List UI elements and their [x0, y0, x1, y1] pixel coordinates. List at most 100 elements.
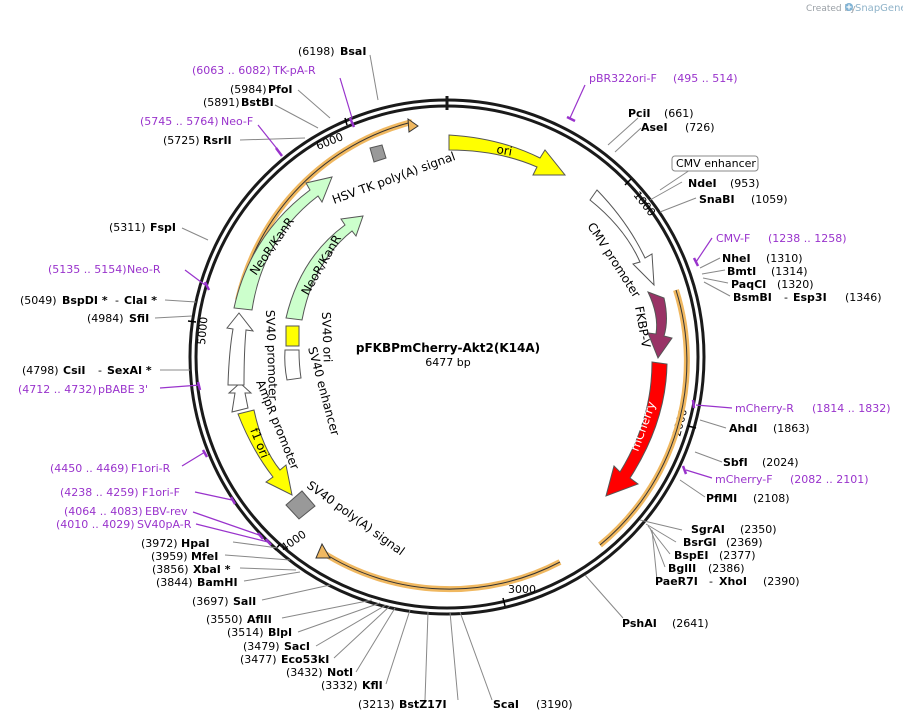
leader-line: [449, 611, 459, 701]
enzyme-site[interactable]: AseI(726): [641, 121, 715, 134]
enzyme-site[interactable]: BglII(2386): [668, 562, 745, 575]
leader-line: [424, 611, 429, 701]
svg-text:(3190): (3190): [536, 698, 573, 711]
snapgene-badge[interactable]: Created by SnapGene: [806, 3, 903, 14]
enzyme-site[interactable]: NheI(1310): [722, 252, 803, 265]
enzyme-site[interactable]: BspEI(2377): [674, 549, 756, 562]
primer-label[interactable]: (4064 .. 4083)EBV-rev: [64, 505, 188, 518]
enzyme-site[interactable]: (3432)NotI: [286, 666, 353, 679]
cmv-enhancer-label[interactable]: CMV enhancer: [671, 155, 759, 172]
leader-line: [224, 554, 291, 561]
feature-ori[interactable]: ori: [448, 134, 567, 176]
enzyme-site[interactable]: (5311)FspI: [109, 221, 176, 234]
orf-band-line: [599, 289, 688, 546]
enzyme-site[interactable]: (5049)BspDI *-ClaI *: [20, 294, 157, 307]
enzyme-site[interactable]: (3550)AflII: [206, 613, 272, 626]
leader-line: [281, 599, 373, 619]
leader-line: [679, 479, 706, 498]
primer-leader-line: [569, 84, 586, 119]
primer-label[interactable]: (4712 .. 4732)pBABE 3': [18, 383, 148, 396]
enzyme-site[interactable]: (5725)RsrII: [163, 134, 232, 147]
feature-neor-inner[interactable]: NeoR/KanR: [285, 215, 364, 321]
enzyme-site[interactable]: PciI(661): [628, 107, 694, 120]
primer-leader-line: [257, 124, 279, 151]
enzyme-site[interactable]: (3213)BstZ17I: [358, 698, 447, 711]
enzyme-site[interactable]: (6198)BsaI: [298, 45, 366, 58]
primer-label[interactable]: CMV-F(1238 .. 1258): [716, 232, 847, 245]
enzyme-site[interactable]: (3844)BamHI: [156, 576, 238, 589]
enzyme-site[interactable]: (3332)KflI: [321, 679, 383, 692]
primer-label[interactable]: mCherry-R(1814 .. 1832): [735, 402, 891, 415]
enzyme-site[interactable]: (4984)SfiI: [87, 312, 149, 325]
enzyme-site[interactable]: (3856)XbaI *: [152, 563, 231, 576]
enzyme-site[interactable]: (3697)SalI: [192, 595, 256, 608]
svg-text:(2390): (2390): [763, 575, 800, 588]
svg-text:(3432): (3432): [286, 666, 323, 679]
primer-label[interactable]: mCherry-F(2082 .. 2101): [715, 473, 869, 486]
neor-arrow-icon: [233, 176, 333, 311]
svg-text:SgrAI: SgrAI: [691, 523, 725, 536]
hsv-tk-polya-box-icon: [369, 144, 387, 163]
enzyme-site[interactable]: (3514)BlpI: [227, 626, 292, 639]
enzyme-site[interactable]: ScaI(3190): [493, 698, 573, 711]
primer-site-marker: [201, 449, 209, 458]
enzyme-site[interactable]: (5891)BstBI: [203, 96, 274, 109]
primer-label[interactable]: (4010 .. 4029)SV40pA-R: [56, 518, 192, 531]
svg-text:(726): (726): [685, 121, 715, 134]
enzyme-site[interactable]: SbfI(2024): [723, 456, 799, 469]
enzyme-site[interactable]: BmtI(1314): [727, 265, 808, 278]
leader-line: [239, 567, 297, 571]
primer-site-marker: [692, 257, 700, 267]
enzyme-site[interactable]: (3479)SacI: [243, 640, 310, 653]
enzyme-site[interactable]: SgrAI(2350): [691, 523, 777, 536]
primer-site-marker: [265, 538, 272, 546]
leader-line: [385, 609, 411, 685]
primer-label[interactable]: (5745 .. 5764)Neo-F: [140, 115, 253, 128]
enzyme-site[interactable]: PshAI(2641): [622, 617, 709, 630]
enzyme-site[interactable]: AhdI(1863): [729, 422, 810, 435]
enzyme-site[interactable]: NdeI(953): [688, 177, 760, 190]
svg-text:BsmBI: BsmBI: [733, 291, 772, 304]
enzyme-labels: (6198)BsaI (5984)PfoI (5891)BstBI (5725)…: [20, 45, 882, 711]
enzyme-site[interactable]: (3972)HpaI: [141, 537, 210, 550]
feature-label: SV40 poly(A) signal: [304, 478, 407, 558]
leader-line: [651, 529, 658, 581]
svg-text:(3856): (3856): [152, 563, 189, 576]
svg-text:KflI: KflI: [362, 679, 383, 692]
primer-label[interactable]: (4238 .. 4259)F1ori-F: [60, 486, 180, 499]
enzyme-site[interactable]: BsmBI-Esp3I(1346): [733, 291, 882, 304]
feature-sv40-polya[interactable]: SV40 poly(A) signal: [285, 478, 407, 558]
svg-text:SbfI: SbfI: [723, 456, 748, 469]
primer-label[interactable]: (6063 .. 6082)TK-pA-R: [192, 64, 316, 77]
enzyme-site[interactable]: SnaBI(1059): [699, 193, 788, 206]
enzyme-site[interactable]: BsrGI(2369): [683, 536, 763, 549]
svg-text:BmtI: BmtI: [727, 265, 756, 278]
feature-hsv-tk-polya[interactable]: HSV TK poly(A) signal: [330, 144, 457, 207]
primer-label[interactable]: (5135 .. 5154)Neo-R: [48, 263, 161, 276]
tick-mark: [624, 178, 632, 186]
enzyme-site[interactable]: (3959)MfeI: [151, 550, 218, 563]
leader-line: [369, 54, 379, 101]
primer-label[interactable]: (4450 .. 4469)F1ori-R: [50, 462, 171, 475]
leader-line: [232, 541, 279, 549]
enzyme-site[interactable]: PaqCI(1320): [731, 278, 814, 291]
leader-line: [297, 602, 381, 633]
feature-sv40-ori[interactable]: SV40 ori: [285, 312, 335, 363]
svg-text:(661): (661): [664, 107, 694, 120]
feature-fkbp-v[interactable]: FKBP-V: [632, 291, 673, 360]
enzyme-site[interactable]: (3477)Eco53kI: [240, 653, 329, 666]
svg-text:SfiI: SfiI: [129, 312, 149, 325]
feature-label: HSV TK poly(A) signal: [330, 149, 457, 207]
svg-text:-: -: [115, 294, 119, 307]
enzyme-site[interactable]: (4798)CsiI-SexAI *: [22, 364, 152, 377]
svg-text:CsiI: CsiI: [63, 364, 85, 377]
enzyme-site[interactable]: PflMI(2108): [706, 492, 790, 505]
svg-text:Esp3I: Esp3I: [793, 291, 827, 304]
enzyme-site[interactable]: (5984)PfoI: [230, 83, 293, 96]
feature-sv40-promoter[interactable]: SV40 promoter: [226, 310, 280, 401]
svg-text:(1863): (1863): [773, 422, 810, 435]
svg-text:MfeI: MfeI: [191, 550, 218, 563]
feature-neor-outer[interactable]: NeoR/KanR: [233, 176, 333, 311]
primer-label[interactable]: pBR322ori-F(495 .. 514): [589, 72, 738, 85]
enzyme-site[interactable]: PaeR7I-XhoI(2390): [655, 575, 800, 588]
